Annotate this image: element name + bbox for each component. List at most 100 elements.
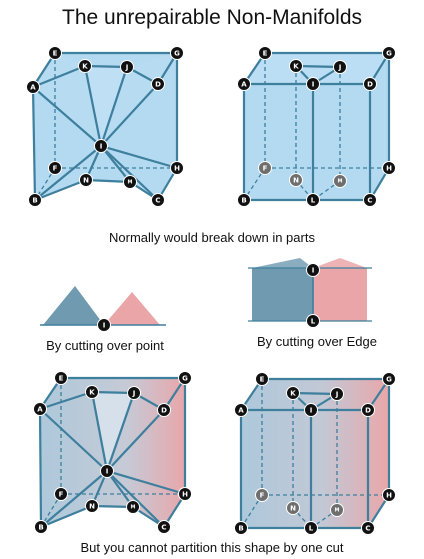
svg-text:H: H bbox=[386, 164, 392, 172]
vertex-node-c: C bbox=[363, 193, 377, 207]
svg-text:I: I bbox=[310, 406, 313, 414]
vertex-node-f: F bbox=[258, 161, 272, 175]
vertex-node-d: D bbox=[361, 403, 375, 417]
svg-text:J: J bbox=[338, 63, 342, 71]
vertex-node-h: H bbox=[382, 488, 396, 502]
vertex-node-i: I bbox=[306, 77, 320, 91]
svg-text:B: B bbox=[32, 196, 37, 204]
vertex-node-n: N bbox=[286, 501, 300, 515]
svg-text:N: N bbox=[83, 176, 89, 184]
fan-shape-top bbox=[31, 51, 179, 202]
svg-text:L: L bbox=[309, 524, 314, 532]
vertex-node-m: M bbox=[126, 500, 140, 514]
svg-text:F: F bbox=[263, 164, 268, 172]
svg-text:D: D bbox=[365, 406, 371, 414]
vertex-node-a: A bbox=[33, 402, 47, 416]
svg-text:M: M bbox=[335, 507, 340, 513]
vertex-node-j: J bbox=[333, 60, 347, 74]
svg-text:H: H bbox=[174, 164, 180, 172]
svg-text:F: F bbox=[260, 491, 265, 499]
vertex-node-b: B bbox=[28, 193, 42, 207]
cube-shape-bottom bbox=[239, 377, 391, 530]
vertex-node-a: A bbox=[26, 80, 40, 94]
cube-shape-top bbox=[242, 51, 391, 202]
vertex-node-i: I bbox=[100, 464, 114, 478]
vertex-node-c: C bbox=[151, 193, 165, 207]
svg-text:G: G bbox=[386, 375, 392, 383]
vertex-node-k: K bbox=[85, 385, 99, 399]
svg-text:L: L bbox=[311, 196, 316, 204]
svg-text:A: A bbox=[30, 83, 36, 91]
svg-text:A: A bbox=[238, 406, 244, 414]
svg-text:F: F bbox=[53, 164, 58, 172]
svg-text:C: C bbox=[155, 196, 160, 204]
svg-text:K: K bbox=[82, 62, 88, 70]
vertex-node-j: J bbox=[120, 60, 134, 74]
vertex-node-k: K bbox=[286, 386, 300, 400]
svg-text:N: N bbox=[290, 504, 296, 512]
vertex-node-e: E bbox=[54, 371, 68, 385]
svg-text:D: D bbox=[155, 80, 161, 88]
vertex-node-g: G bbox=[178, 371, 192, 385]
vertex-node-e: E bbox=[48, 46, 62, 60]
svg-text:E: E bbox=[260, 375, 265, 383]
vertex-node-a: A bbox=[234, 403, 248, 417]
svg-text:J: J bbox=[132, 389, 136, 397]
svg-text:I: I bbox=[100, 142, 103, 150]
svg-text:I: I bbox=[312, 266, 315, 274]
vertex-node-h: H bbox=[382, 161, 396, 175]
vertex-node-b: B bbox=[34, 520, 48, 534]
svg-text:H: H bbox=[386, 491, 392, 499]
vertex-node-a: A bbox=[237, 77, 251, 91]
vertex-node-l: L bbox=[306, 314, 320, 328]
vertex-node-d: D bbox=[363, 77, 377, 91]
vertex-node-m: M bbox=[333, 174, 347, 188]
vertex-nodes: E G K J A D I F H N M B C E G K J A I D F H N M B L C I I L E G K J A D I F H N… bbox=[26, 46, 396, 535]
svg-text:J: J bbox=[125, 63, 129, 71]
vertex-node-j: J bbox=[127, 386, 141, 400]
svg-text:E: E bbox=[59, 374, 64, 382]
vertex-node-l: L bbox=[304, 521, 318, 535]
fan-shape-bottom bbox=[38, 376, 187, 529]
vertex-node-m: M bbox=[123, 175, 137, 189]
svg-text:M: M bbox=[131, 504, 136, 510]
svg-text:G: G bbox=[182, 374, 188, 382]
svg-text:N: N bbox=[89, 502, 95, 510]
caption-cannot: But you cannot partition this shape by o… bbox=[80, 540, 344, 555]
caption-by-point: By cutting over point bbox=[46, 338, 164, 353]
svg-text:G: G bbox=[174, 49, 180, 57]
vertex-node-e: E bbox=[255, 372, 269, 386]
svg-text:A: A bbox=[241, 80, 247, 88]
svg-text:F: F bbox=[59, 490, 64, 498]
edge-cut-blocks bbox=[248, 258, 372, 322]
vertex-node-c: C bbox=[157, 520, 171, 534]
vertex-node-e: E bbox=[258, 46, 272, 60]
vertex-node-d: D bbox=[151, 77, 165, 91]
svg-text:L: L bbox=[311, 317, 316, 325]
vertex-node-b: B bbox=[234, 521, 248, 535]
vertex-node-h: H bbox=[170, 161, 184, 175]
svg-text:K: K bbox=[89, 388, 95, 396]
svg-text:M: M bbox=[128, 179, 133, 185]
svg-text:H: H bbox=[182, 490, 188, 498]
svg-text:B: B bbox=[38, 523, 43, 531]
vertex-node-g: G bbox=[382, 372, 396, 386]
vertex-node-g: G bbox=[170, 46, 184, 60]
vertex-node-i: I bbox=[94, 139, 108, 153]
vertex-node-n: N bbox=[79, 173, 93, 187]
vertex-node-i: I bbox=[306, 263, 320, 277]
svg-text:I: I bbox=[312, 80, 315, 88]
svg-text:G: G bbox=[386, 49, 392, 57]
vertex-node-h: H bbox=[178, 487, 192, 501]
svg-text:C: C bbox=[367, 196, 372, 204]
svg-text:N: N bbox=[293, 176, 299, 184]
svg-text:K: K bbox=[293, 62, 299, 70]
vertex-node-d: D bbox=[157, 403, 171, 417]
svg-text:I: I bbox=[103, 321, 106, 329]
vertex-node-f: F bbox=[54, 487, 68, 501]
vertex-node-n: N bbox=[85, 499, 99, 513]
vertex-node-i: I bbox=[97, 318, 111, 332]
vertex-node-g: G bbox=[382, 46, 396, 60]
svg-text:B: B bbox=[241, 196, 246, 204]
